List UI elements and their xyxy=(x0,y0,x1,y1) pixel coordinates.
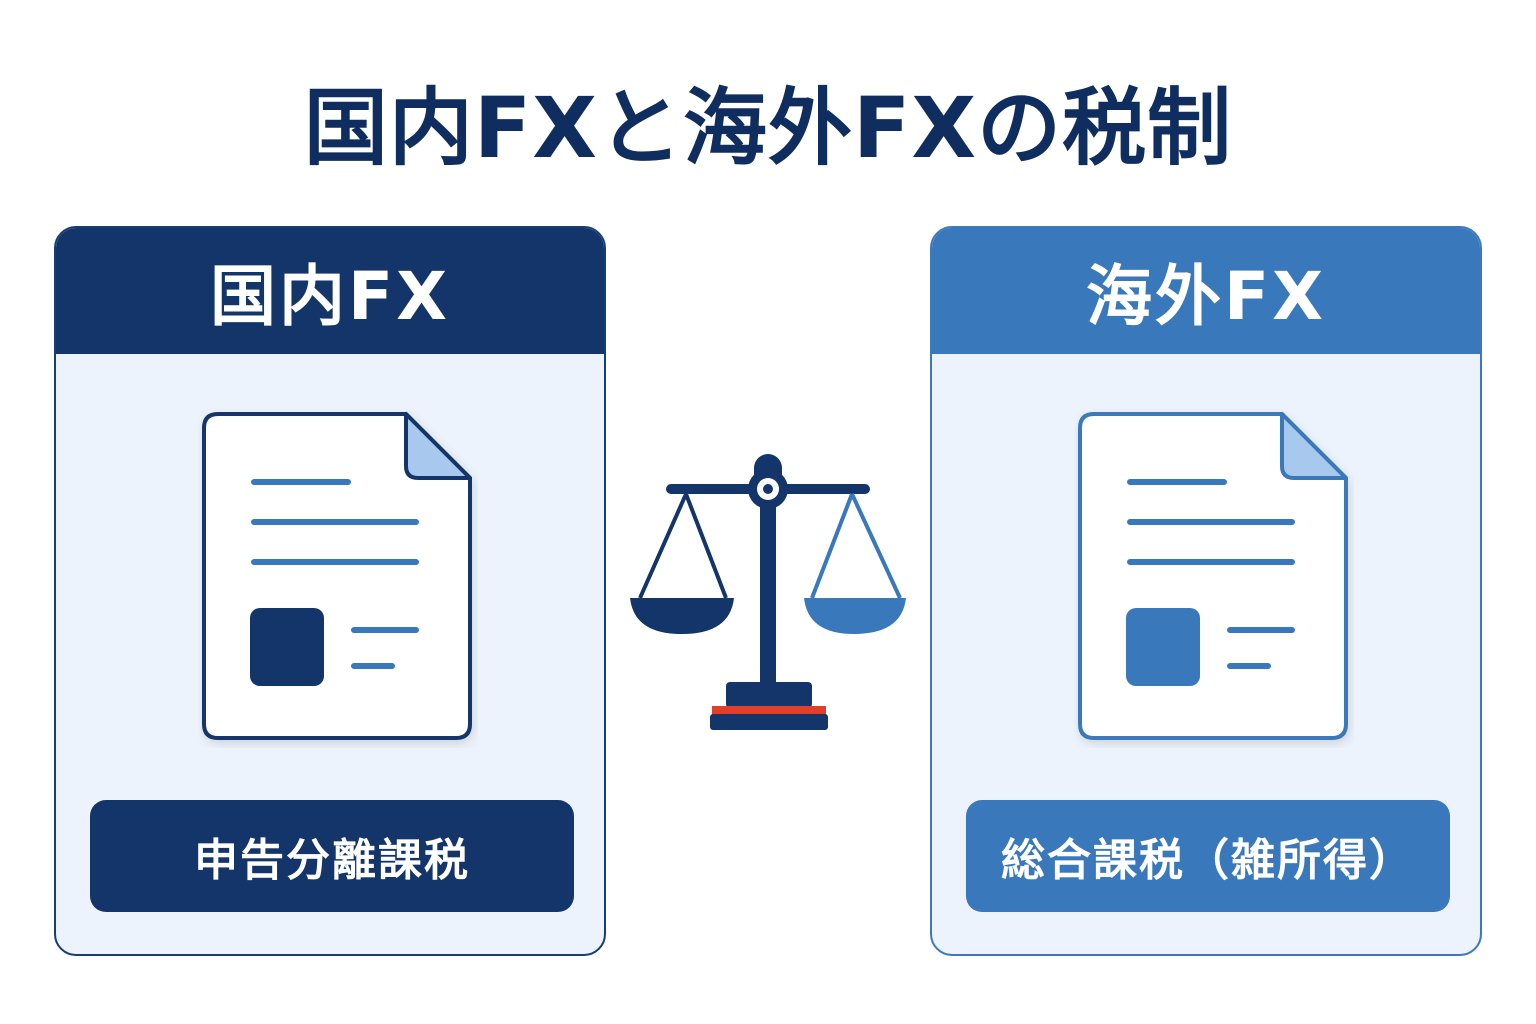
overseas-tax-badge: 総合課税（雑所得） xyxy=(966,800,1450,912)
page-title: 国内FXと海外FXの税制 xyxy=(303,79,1233,177)
document-icon xyxy=(1078,412,1348,740)
domestic-tax-badge: 申告分離課税 xyxy=(90,800,574,912)
document-icon xyxy=(202,412,472,740)
overseas-fx-panel: 海外FX 総合課税（雑所得） xyxy=(930,226,1482,956)
domestic-fx-panel: 国内FX 申告分離課税 xyxy=(54,226,606,956)
overseas-fx-heading: 海外FX xyxy=(932,228,1480,354)
balance-scale-icon xyxy=(630,454,906,730)
domestic-fx-heading: 国内FX xyxy=(56,228,604,354)
